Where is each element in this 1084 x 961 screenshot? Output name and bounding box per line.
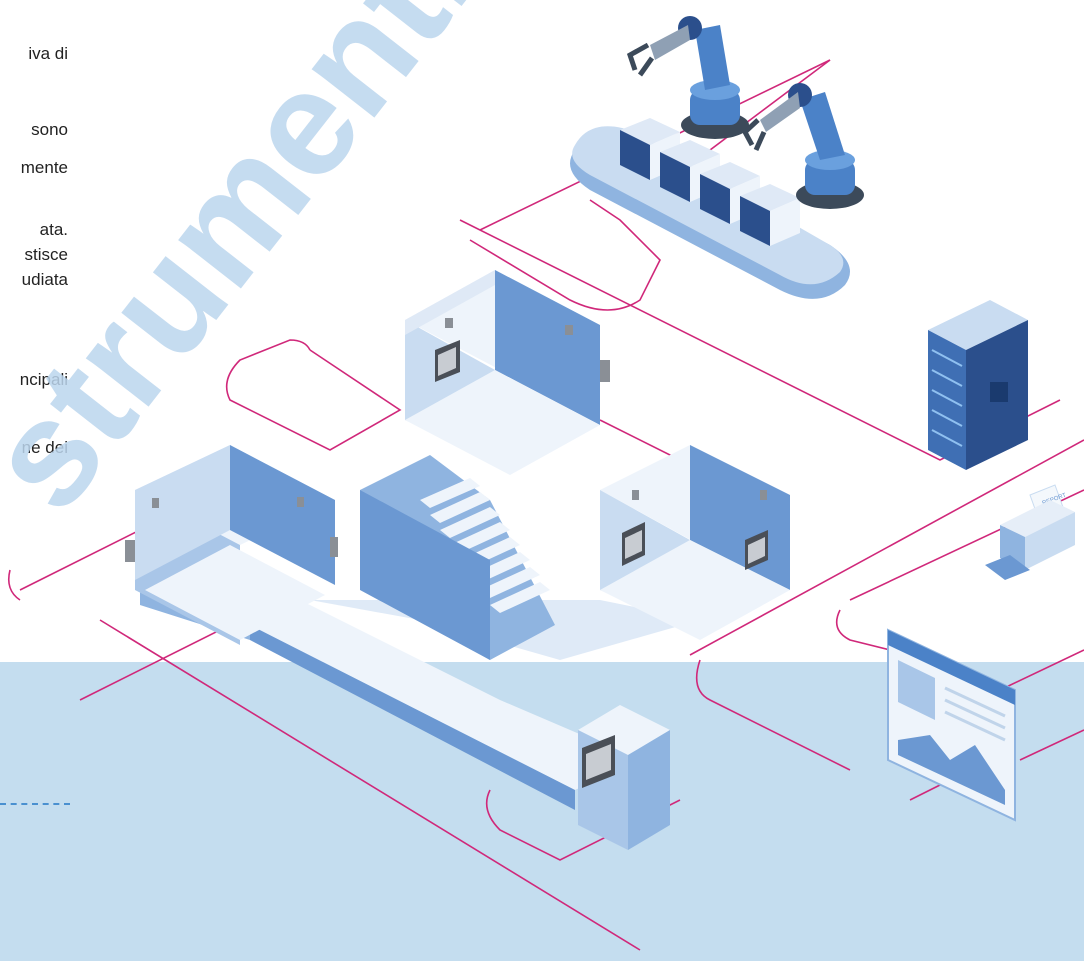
text-fragment: ncipali [19, 370, 68, 389]
conveyor-belt-icon [570, 118, 850, 299]
building-complex [135, 270, 790, 850]
dashboard-icon [887, 628, 1016, 822]
sensor-icon [152, 318, 767, 508]
rack-display-icon [990, 382, 1008, 402]
text-fragment: sono [31, 120, 68, 139]
cropped-text-column: iva di sono mente ata. stisce udiata nci… [0, 0, 80, 500]
text-fragment: mente [20, 158, 68, 177]
dashed-divider [0, 803, 70, 805]
control-panel-icon [745, 530, 768, 570]
printer-icon: REPORT [985, 484, 1075, 580]
text-fragment: stisce [24, 245, 68, 264]
text-fragment: ne dei [21, 438, 68, 457]
text-fragment: udiata [21, 270, 68, 289]
package-box [620, 118, 680, 180]
control-panel-icon [435, 340, 460, 382]
control-panel-icon [582, 735, 615, 788]
text-fragment: ata. [39, 220, 68, 239]
text-fragment: iva di [28, 44, 68, 63]
side-box-icon [125, 360, 610, 562]
robot-arm-icon [626, 16, 749, 139]
control-panel-icon [622, 522, 645, 566]
package-box [740, 184, 800, 246]
server-rack-icon [928, 300, 1028, 470]
robot-arm-icon [741, 83, 864, 209]
